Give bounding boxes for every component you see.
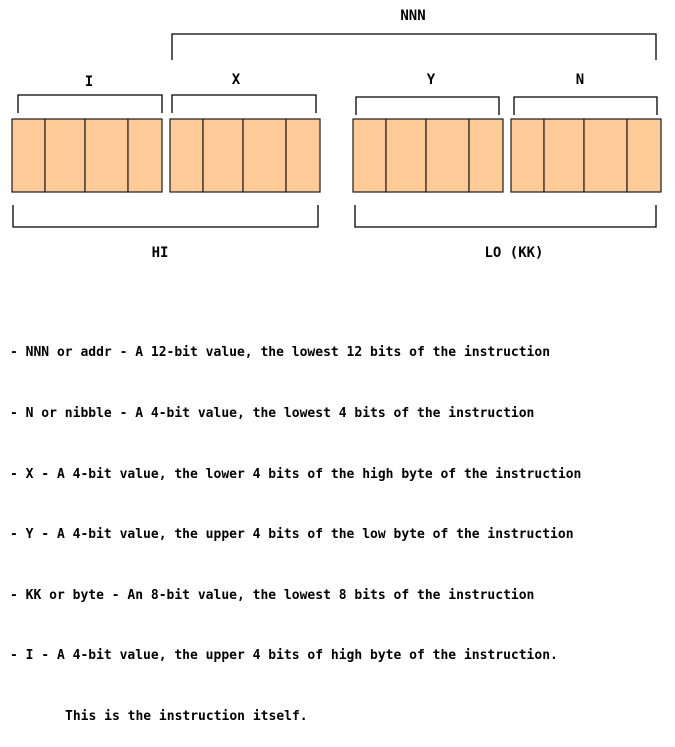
label-x: X: [232, 72, 241, 88]
bracket-hi: [12, 205, 319, 228]
bit-cell: [11, 118, 46, 193]
nibble-group-i: [11, 118, 163, 193]
bit-cell: [242, 118, 287, 193]
bracket-x: [171, 94, 317, 113]
bracket-n: [513, 96, 658, 115]
bit-cell: [169, 118, 204, 193]
bit-cell: [84, 118, 129, 193]
label-lo: LO (KK): [484, 245, 543, 261]
nibble-group-y: [352, 118, 504, 193]
legend-item-nnn: - NNN or addr - A 12-bit value, the lowe…: [10, 345, 551, 361]
bit-cell: [468, 118, 504, 193]
bit-cell: [425, 118, 470, 193]
legend-item-x: - X - A 4-bit value, the lower 4 bits of…: [10, 466, 582, 482]
bit-cell: [44, 118, 86, 193]
nibble-group-x: [169, 118, 321, 193]
bit-cell: [385, 118, 427, 193]
instruction-format-diagram: NNN I X Y N HI LO (KK): [11, 8, 662, 261]
label-nnn: NNN: [400, 8, 425, 24]
legend-item-y: - Y - A 4-bit value, the upper 4 bits of…: [10, 527, 574, 543]
bit-cell: [352, 118, 387, 193]
label-y: Y: [427, 72, 436, 88]
bracket-lo: [354, 205, 657, 228]
bit-cell: [543, 118, 585, 193]
bracket-nnn: [171, 33, 657, 60]
bit-cell: [285, 118, 321, 193]
bit-cell: [127, 118, 163, 193]
bit-cell: [583, 118, 628, 193]
bracket-y: [355, 96, 500, 115]
label-n: N: [576, 72, 584, 88]
nibble-group-n: [510, 118, 662, 193]
legend-item-kk: - KK or byte - An 8-bit value, the lowes…: [10, 587, 535, 603]
bit-cell: [510, 118, 545, 193]
legend-item-i: - I - A 4-bit value, the upper 4 bits of…: [10, 648, 558, 664]
label-hi: HI: [152, 245, 169, 261]
bit-cell: [626, 118, 662, 193]
legend-item-i-continuation: This is the instruction itself.: [65, 708, 308, 724]
legend-list: - NNN or addr - A 12-bit value, the lowe…: [10, 303, 581, 747]
bit-cell: [202, 118, 244, 193]
legend-item-n: - N or nibble - A 4-bit value, the lowes…: [10, 406, 535, 421]
label-i: I: [85, 74, 93, 90]
bracket-i: [17, 94, 163, 113]
